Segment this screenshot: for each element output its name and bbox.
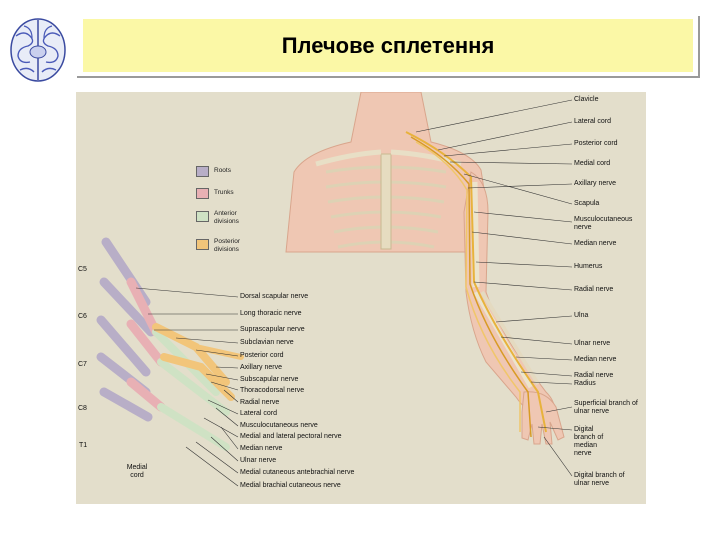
arm-label: Radius — [574, 380, 596, 388]
plexus-label: Axillary nerve — [240, 364, 282, 372]
plexus-label: Radial nerve — [240, 399, 279, 407]
plexus-label: Medial cutaneous antebrachial nerve — [240, 469, 354, 477]
arm-label: Posterior cord — [574, 140, 618, 148]
root-label-c5: C5 — [78, 266, 87, 273]
arm-label: Clavicle — [574, 96, 599, 104]
plexus-label: Lateral cord — [240, 410, 277, 418]
legend-label-trunks: Trunks — [214, 189, 254, 197]
arm-label: Digital branch of ulnar nerve — [574, 472, 632, 488]
root-label-c8: C8 — [78, 405, 87, 412]
arm-label: Lateral cord — [574, 118, 611, 126]
arm-label: Axillary nerve — [574, 180, 616, 188]
legend-label-posterior: Posterior divisions — [214, 238, 254, 253]
plexus-label: Suprascapular nerve — [240, 326, 305, 334]
arm-label: Ulnar nerve — [574, 340, 610, 348]
plexus-label: Long thoracic nerve — [240, 310, 301, 318]
root-label-c7: C7 — [78, 361, 87, 368]
medial-cord-label: Medial cord — [122, 464, 152, 480]
arm-label: Digital branch of median nerve — [574, 426, 616, 458]
legend-swatch-roots — [196, 166, 209, 177]
arm-label: Radial nerve — [574, 372, 613, 380]
arm-label: Median nerve — [574, 240, 616, 248]
plexus-label: Median nerve — [240, 445, 282, 453]
legend-label-anterior: Anterior divisions — [214, 210, 254, 225]
page-title: Плечове сплетення — [282, 33, 495, 59]
plexus-label: Subscapular nerve — [240, 376, 298, 384]
plexus-label: Medial and lateral pectoral nerve — [240, 433, 342, 441]
legend-swatch-trunks — [196, 188, 209, 199]
arm-label: Musculocutaneous nerve — [574, 216, 644, 232]
root-label-c6: C6 — [78, 313, 87, 320]
brain-logo-icon — [6, 14, 70, 86]
plexus-label: Posterior cord — [240, 352, 284, 360]
arm-label: Radial nerve — [574, 286, 613, 294]
arm-label: Humerus — [574, 263, 602, 271]
plexus-label: Thoracodorsal nerve — [240, 387, 304, 395]
plexus-label: Medial brachial cutaneous nerve — [240, 482, 341, 490]
plexus-label: Dorsal scapular nerve — [240, 293, 308, 301]
arm-label: Superficial branch of ulnar nerve — [574, 400, 644, 416]
legend-swatch-posterior — [196, 239, 209, 250]
plexus-label: Subclavian nerve — [240, 339, 294, 347]
plexus-label: Musculocutaneous nerve — [240, 422, 318, 430]
anatomy-illustration — [76, 92, 646, 504]
brachial-plexus-figure: Roots Trunks Anterior divisions Posterio… — [76, 92, 646, 504]
arm-label: Median nerve — [574, 356, 616, 364]
legend-swatch-anterior — [196, 211, 209, 222]
arm-label: Ulna — [574, 312, 588, 320]
legend-label-roots: Roots — [214, 167, 254, 175]
title-bar: Плечове сплетення — [83, 19, 693, 72]
plexus-label: Ulnar nerve — [240, 457, 276, 465]
arm-label: Medial cord — [574, 160, 610, 168]
root-label-t1: T1 — [79, 442, 87, 449]
arm-label: Scapula — [574, 200, 599, 208]
